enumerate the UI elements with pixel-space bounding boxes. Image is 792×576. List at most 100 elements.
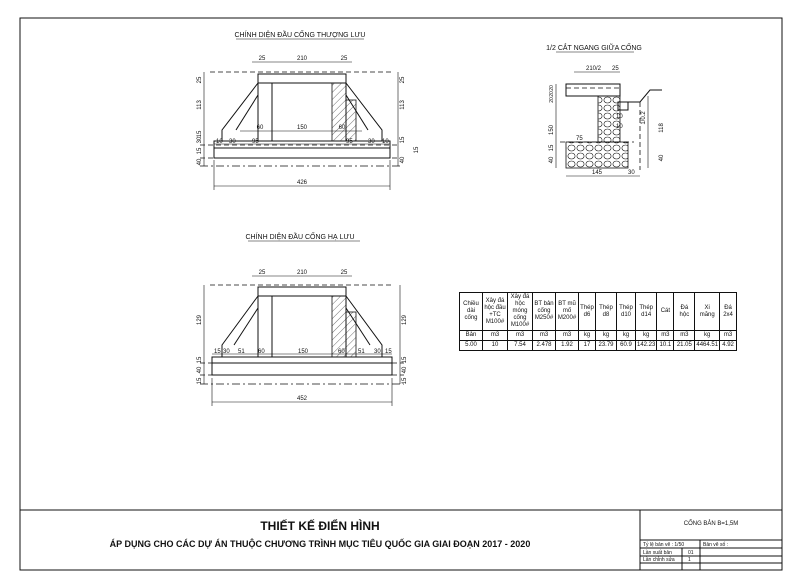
svg-text:118: 118 — [659, 123, 665, 133]
svg-text:15: 15 — [402, 356, 408, 363]
table-header-cell: Đá hộc — [673, 292, 696, 331]
table-header-cell: Cát — [656, 292, 675, 331]
svg-text:210/2: 210/2 — [586, 66, 602, 72]
svg-text:40: 40 — [402, 366, 408, 373]
svg-text:30: 30 — [197, 136, 203, 143]
svg-text:20: 20 — [549, 97, 555, 103]
table-value-row: 5.00 10 7.54 2.478 1.92 17 23.79 60.9 14… — [459, 340, 738, 351]
svg-text:25: 25 — [341, 270, 348, 276]
table-cell: Bản — [459, 330, 483, 341]
table-cell: m3 — [673, 330, 696, 341]
svg-text:20: 20 — [549, 85, 555, 91]
table-header-cell: Thép d10 — [616, 292, 636, 331]
table-cell: 23.79 — [595, 340, 617, 351]
table-header-cell: Thép d6 — [578, 292, 596, 331]
upstream-elevation: CHÍNH DIỆN ĐẦU CỐNG THƯỢNG LƯU 25 210 25… — [197, 29, 420, 190]
table-cell: 10.1 — [656, 340, 675, 351]
svg-text:129: 129 — [402, 314, 408, 325]
edit-label: Lần chỉnh sửa — [643, 557, 675, 563]
sheet-label: Bản vẽ số : — [703, 542, 729, 548]
svg-text:25: 25 — [612, 66, 619, 72]
svg-text:30: 30 — [229, 139, 236, 145]
table-cell: m3 — [532, 330, 556, 341]
svg-text:25: 25 — [259, 56, 266, 62]
drawing-name: CỐNG BẢN B=1,5M — [683, 521, 739, 527]
svg-text:452: 452 — [297, 396, 308, 402]
main-title: THIẾT KẾ ĐIỂN HÌNH — [260, 519, 380, 533]
svg-text:25: 25 — [400, 76, 406, 83]
svg-text:75: 75 — [576, 136, 583, 142]
scale-label: Tỷ lệ bản vẽ : 1/50 — [643, 542, 685, 548]
edit-value: 1 — [688, 557, 691, 563]
svg-text:426: 426 — [297, 180, 308, 186]
table-cell: 142.23 — [634, 340, 658, 351]
table-cell: 21.05 — [673, 340, 696, 351]
table-cell: 2.478 — [532, 340, 556, 351]
svg-text:113: 113 — [400, 100, 406, 110]
svg-text:95: 95 — [346, 139, 353, 145]
svg-text:10: 10 — [616, 114, 623, 120]
downstream-elevation: CHÍNH DIỆN ĐẦU CỐNG HẠ LƯU 25 210 25 15 … — [197, 231, 408, 406]
svg-text:25: 25 — [341, 56, 348, 62]
table-cell: 60.9 — [616, 340, 636, 351]
svg-text:150: 150 — [297, 125, 308, 131]
svg-text:40: 40 — [400, 156, 406, 163]
svg-text:15: 15 — [400, 136, 406, 143]
svg-text:25: 25 — [259, 270, 266, 276]
table-header-row: Chiều dài cống Xây đá hộc đầu +TC M100# … — [459, 292, 738, 331]
svg-text:210: 210 — [297, 56, 308, 62]
svg-text:113: 113 — [197, 100, 203, 110]
svg-text:15: 15 — [197, 377, 203, 384]
sheet-border — [19, 17, 783, 571]
svg-text:1/0.2: 1/0.2 — [641, 111, 647, 125]
table-cell: kg — [634, 330, 658, 341]
revision-value: 01 — [688, 550, 694, 556]
table-unit-row: Bản m3 m3 m3 m3 kg kg kg kg m3 m3 kg m3 — [459, 330, 738, 341]
table-header-cell: BT mũ mố M200# — [555, 292, 579, 331]
svg-text:15: 15 — [414, 146, 420, 153]
table-cell: kg — [616, 330, 636, 341]
svg-text:25: 25 — [197, 76, 203, 83]
table-header-cell: Thép d14 — [634, 292, 658, 331]
subtitle: ÁP DỤNG CHO CÁC DỰ ÁN THUỘC CHƯƠNG TRÌNH… — [109, 539, 531, 549]
upstream-title: CHÍNH DIỆN ĐẦU CỐNG THƯỢNG LƯU — [234, 29, 365, 39]
table-cell: 4.92 — [719, 340, 738, 351]
table-cell: kg — [694, 330, 721, 341]
table-header-cell: Xi măng — [694, 292, 721, 331]
table-cell: 17 — [578, 340, 596, 351]
svg-text:40: 40 — [197, 158, 203, 165]
table-cell: kg — [595, 330, 617, 341]
svg-text:10: 10 — [382, 139, 389, 145]
svg-text:95: 95 — [252, 139, 259, 145]
svg-text:15: 15 — [197, 356, 203, 363]
svg-text:51: 51 — [238, 349, 245, 355]
table-cell: m3 — [656, 330, 675, 341]
svg-text:30: 30 — [368, 139, 375, 145]
svg-text:145: 145 — [592, 170, 603, 176]
svg-text:40: 40 — [197, 366, 203, 373]
table-cell: kg — [578, 330, 596, 341]
table-cell: m3 — [555, 330, 579, 341]
svg-text:129: 129 — [197, 314, 203, 325]
svg-text:40: 40 — [659, 154, 665, 161]
table-header-cell: Thép d8 — [595, 292, 617, 331]
table-cell: m3 — [482, 330, 508, 341]
revision-label: Lần xuất bản — [643, 550, 672, 556]
table-header-cell: Xây đá hộc đầu +TC M100# — [482, 292, 508, 331]
table-cell: 10 — [482, 340, 508, 351]
svg-text:60: 60 — [338, 349, 345, 355]
table-cell: 4464.51 — [694, 340, 721, 351]
svg-text:15: 15 — [197, 147, 203, 154]
svg-text:15: 15 — [385, 349, 392, 355]
table-cell: m3 — [507, 330, 533, 341]
table-header-cell: Đá 2x4 — [719, 292, 738, 331]
svg-text:40: 40 — [549, 156, 555, 163]
table-header-cell: Chiều dài cống — [459, 292, 483, 331]
svg-text:15: 15 — [549, 144, 555, 151]
table-cell: 5.00 — [459, 340, 483, 351]
cross-section: 1/2 CẮT NGANG GIỮA CỐNG 210/2 25 20 20 2… — [546, 42, 665, 177]
table-header-cell: Xây đá hộc móng cống M100# — [507, 292, 533, 331]
downstream-title: CHÍNH DIỆN ĐẦU CỐNG HẠ LƯU — [245, 231, 354, 241]
svg-text:30: 30 — [223, 349, 230, 355]
